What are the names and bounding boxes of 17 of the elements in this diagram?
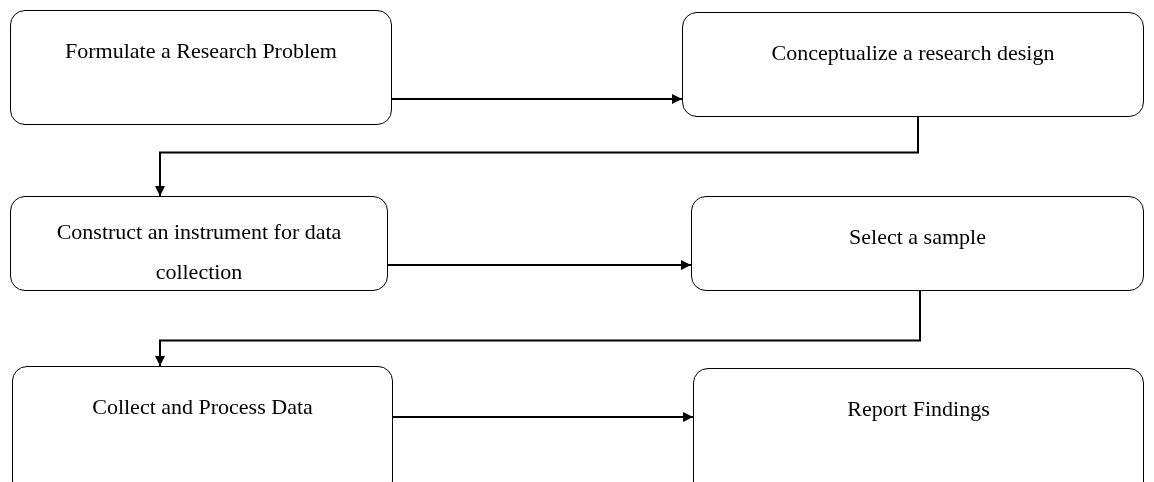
arrow	[392, 412, 694, 422]
process-box	[12, 366, 393, 482]
step-text: Construct an instrument for data collection	[55, 218, 343, 286]
arrow	[387, 260, 692, 270]
arrow	[155, 116, 919, 197]
step-text: Formulate a Research Problem	[65, 37, 337, 65]
step-text: Collect and Process Data	[92, 393, 313, 421]
process-box	[693, 368, 1144, 482]
step-text: Select a sample	[849, 223, 986, 251]
process-box	[691, 196, 1144, 291]
arrow	[155, 290, 921, 367]
step-text: Report Findings	[847, 395, 990, 423]
arrow	[391, 94, 683, 104]
process-box	[682, 12, 1144, 117]
process-box	[10, 10, 392, 125]
step-text: Conceptualize a research design	[771, 39, 1055, 67]
process-box	[10, 196, 388, 291]
